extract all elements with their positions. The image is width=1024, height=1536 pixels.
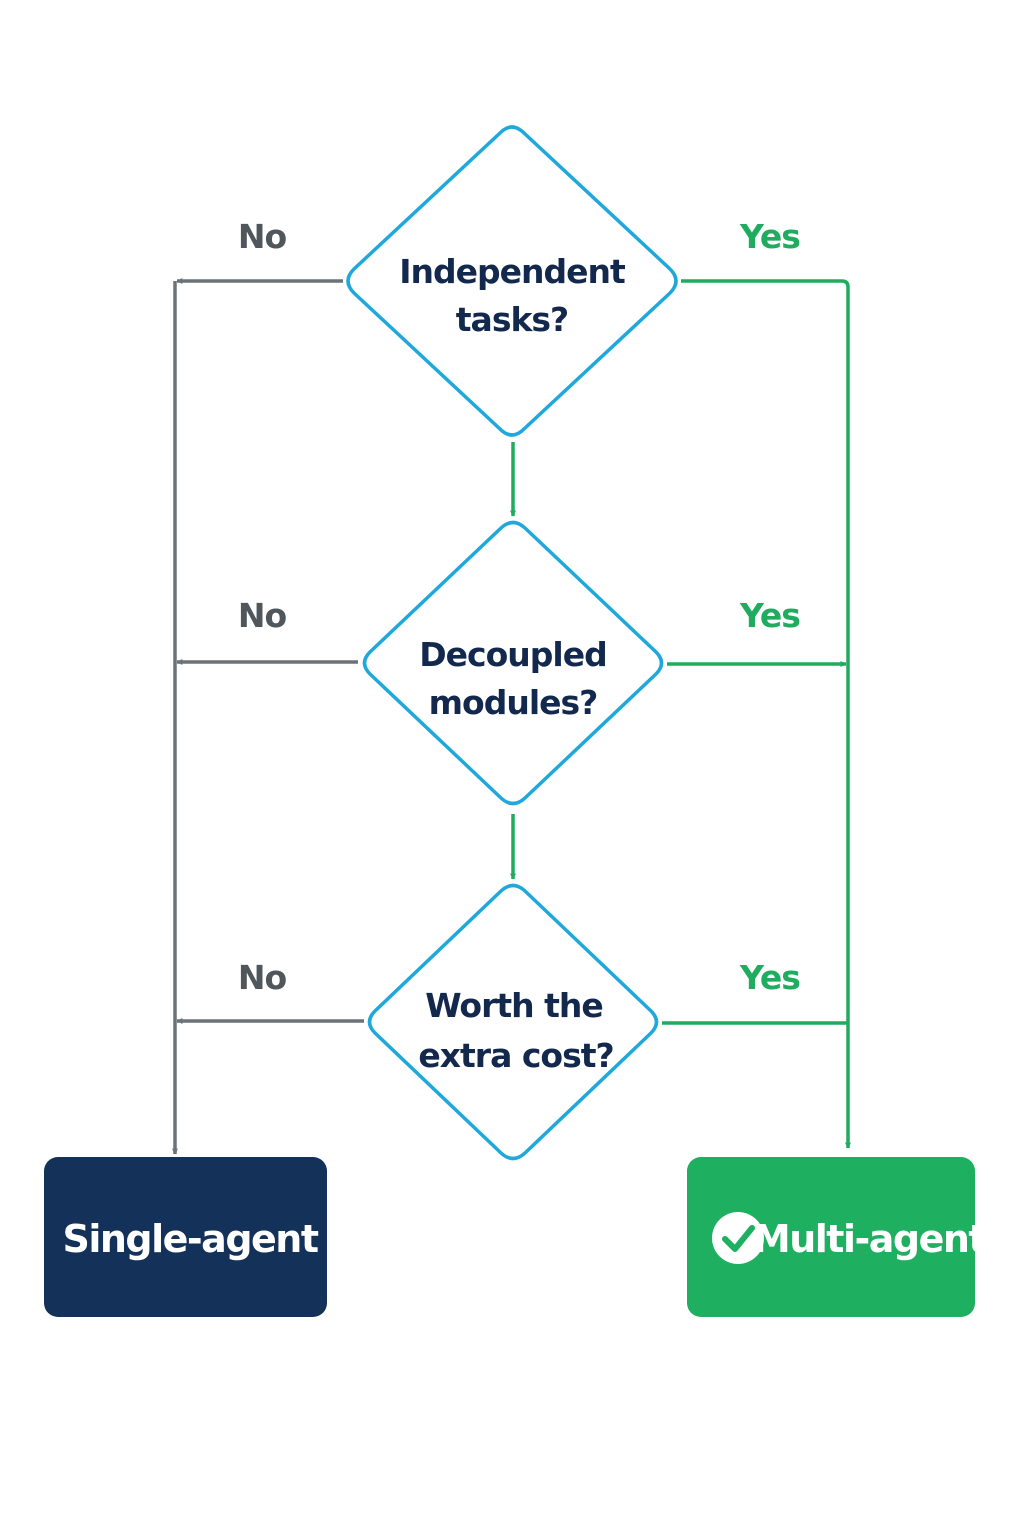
branch-labels: No Yes No Yes No Yes bbox=[238, 217, 801, 997]
yes-trunk-line bbox=[681, 279, 851, 1149]
yes-connectors bbox=[510, 279, 851, 1149]
decision-independent-tasks: Independent tasks? bbox=[346, 125, 678, 437]
decision-diamond bbox=[362, 520, 664, 806]
no-label-1: No bbox=[238, 217, 287, 256]
outcome-single-agent: Single-agent bbox=[44, 1157, 327, 1317]
yes-label-1: Yes bbox=[739, 217, 800, 256]
decision-question-line2: modules? bbox=[429, 683, 598, 722]
no-label-2: No bbox=[238, 596, 287, 635]
decision-question-line1: Decoupled bbox=[419, 635, 606, 674]
decision-question-line1: Independent bbox=[399, 252, 626, 291]
single-agent-label: Single-agent bbox=[62, 1217, 318, 1261]
decision-question-line2: extra cost? bbox=[418, 1036, 613, 1075]
yes-label-2: Yes bbox=[739, 596, 800, 635]
no-connectors bbox=[172, 278, 364, 1155]
multi-agent-label: Multi-agent bbox=[753, 1217, 987, 1261]
multi-agent-box bbox=[687, 1157, 975, 1317]
decision-diamond bbox=[346, 125, 678, 437]
decision-worth-the-cost: Worth the extra cost? bbox=[367, 883, 659, 1161]
decision-diamond bbox=[367, 883, 659, 1161]
outcome-multi-agent: Multi-agent bbox=[687, 1157, 988, 1317]
check-circle-icon bbox=[712, 1212, 764, 1264]
decision-question-line1: Worth the bbox=[425, 986, 603, 1025]
decision-question-line2: tasks? bbox=[456, 300, 568, 339]
no-label-3: No bbox=[238, 958, 287, 997]
single-agent-box bbox=[44, 1157, 327, 1317]
decision-decoupled-modules: Decoupled modules? bbox=[362, 520, 664, 806]
yes-label-3: Yes bbox=[739, 958, 800, 997]
